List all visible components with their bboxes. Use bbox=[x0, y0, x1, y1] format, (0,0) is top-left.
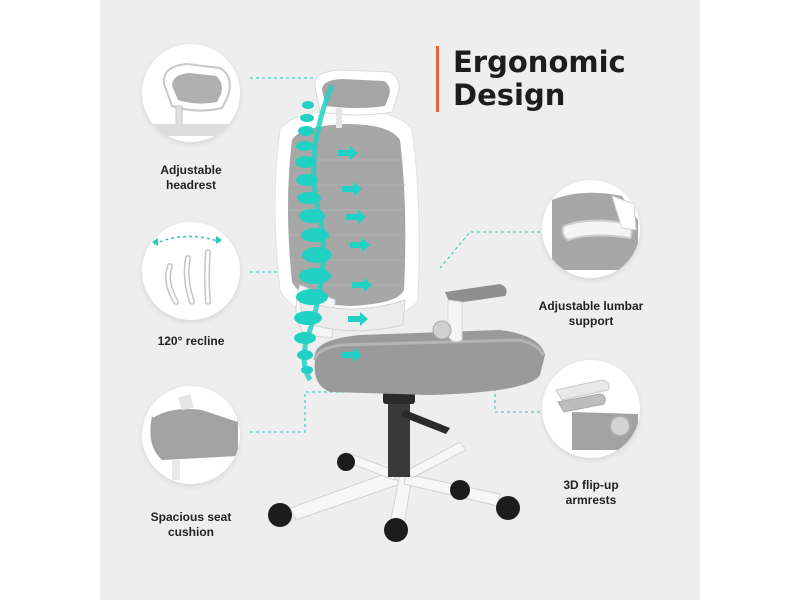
seat-detail-circle bbox=[142, 386, 240, 484]
lumbar-leader-line bbox=[439, 231, 540, 269]
right-armrest-support bbox=[447, 299, 463, 343]
armrest-detail-circle bbox=[542, 360, 640, 458]
headrest-icon bbox=[152, 62, 232, 136]
lumbar-detail-circle bbox=[542, 180, 640, 278]
recline-detail-circle bbox=[142, 222, 240, 320]
feature-label-armrests: 3D flip-up armrests bbox=[563, 478, 619, 507]
office-chair-illustration bbox=[250, 69, 545, 542]
seat-cushion bbox=[314, 330, 545, 395]
lumbar-icon bbox=[552, 192, 638, 270]
right-armrest-pad bbox=[445, 284, 507, 304]
seat-cushion-icon bbox=[150, 394, 239, 480]
title-line-2: Design bbox=[453, 78, 566, 112]
armrest-pivot bbox=[432, 320, 452, 340]
product-infographic: Ergonomic Design Adjustable headrest bbox=[100, 0, 700, 600]
armrest-icon bbox=[555, 379, 638, 450]
recline-icon bbox=[152, 235, 222, 305]
height-lever bbox=[400, 410, 450, 434]
feature-label-recline: 120° recline bbox=[157, 334, 225, 348]
gas-cylinder bbox=[388, 395, 410, 477]
feature-label-seat: Spacious seat cushion bbox=[150, 510, 232, 539]
headrest-detail-circle bbox=[142, 44, 240, 142]
lumbar-support bbox=[299, 299, 406, 332]
support-arrows bbox=[338, 146, 372, 362]
title-line-1: Ergonomic bbox=[453, 45, 626, 79]
chair-wheels bbox=[268, 453, 520, 542]
spine-curve bbox=[301, 84, 335, 382]
feature-label-lumbar: Adjustable lumbar support bbox=[538, 299, 644, 328]
feature-label-headrest: Adjustable headrest bbox=[160, 163, 222, 192]
page-title: Ergonomic Design bbox=[436, 46, 626, 112]
seat-leader-line bbox=[250, 391, 390, 433]
spine-vertebrae bbox=[294, 101, 332, 374]
